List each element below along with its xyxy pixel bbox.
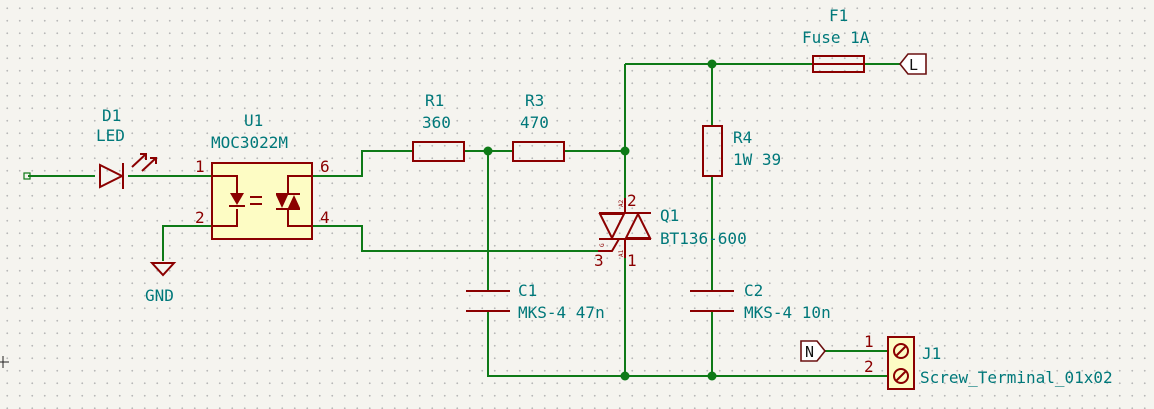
d1-led-symbol[interactable]: D1 LED [96, 106, 157, 189]
gnd-symbol[interactable]: GND [145, 262, 177, 305]
r3-resistor-symbol[interactable]: R3 470 [512, 91, 565, 162]
c2-ref: C2 [744, 281, 763, 300]
c2-value: MKS-4 10n [744, 303, 831, 322]
global-label-icon [800, 340, 827, 362]
neutral-label-text: N [805, 343, 814, 361]
u1-value: MOC3022M [211, 133, 288, 152]
q1-pin-tag-a2: A2 [618, 199, 625, 207]
optotriac-icon [276, 195, 288, 208]
q1-ref: Q1 [660, 206, 679, 225]
d1-ref: D1 [102, 106, 121, 125]
r1-value: 360 [422, 113, 451, 132]
j1-ref: J1 [922, 344, 941, 363]
u1-ref: U1 [244, 111, 263, 130]
screw-terminal-icon [887, 336, 915, 390]
f1-ref: F1 [829, 6, 848, 25]
r1-ref: R1 [425, 91, 444, 110]
junctions [483, 59, 717, 381]
f1-value: Fuse 1A [802, 28, 870, 47]
line-label-text: L [909, 56, 918, 74]
r4-value: 1W 39 [733, 150, 781, 169]
d1-value: LED [96, 126, 125, 145]
wire-bottom-rail [487, 312, 888, 377]
junction-dot [707, 59, 717, 69]
q1-triac-symbol[interactable]: 2 3 1 A2 G A1 Q1 BT136-600 [594, 191, 747, 270]
r4-resistor-symbol[interactable]: R4 1W 39 [702, 125, 781, 177]
junction-dot [620, 371, 630, 381]
q1-pin-tag-g: G [599, 243, 606, 247]
led-icon [99, 163, 125, 189]
q1-pin-1: 1 [627, 251, 637, 270]
q1-value: BT136-600 [660, 229, 747, 248]
triac-icon [598, 213, 626, 241]
line-global-label[interactable]: L [898, 53, 927, 75]
u1-body [211, 162, 313, 240]
ground-icon [149, 262, 177, 277]
q1-pin-2: 2 [627, 191, 637, 210]
cursor-crosshair-icon [0, 356, 9, 368]
resistor-icon [512, 141, 565, 162]
r3-value: 470 [520, 113, 549, 132]
c2-capacitor-symbol[interactable]: C2 MKS-4 10n [690, 281, 831, 322]
u1-pin-6: 6 [320, 157, 330, 176]
r3-ref: R3 [525, 91, 544, 110]
f1-fuse-symbol[interactable]: F1 Fuse 1A [802, 6, 870, 73]
j1-pin-2: 2 [864, 357, 874, 376]
gnd-label: GND [145, 286, 174, 305]
q1-pin-tag-a1: A1 [618, 249, 625, 257]
u1-pin-2: 2 [195, 208, 205, 227]
input-terminal [23, 172, 31, 180]
optocoupler-led-icon [230, 193, 244, 205]
j1-screw-terminal-symbol[interactable]: 1 2 J1 Screw_Terminal_01x02 [864, 332, 1113, 390]
resistor-icon [412, 141, 465, 162]
wire-u1-gate [312, 225, 598, 252]
neutral-global-label[interactable]: N [800, 340, 827, 362]
u1-pin-4: 4 [320, 208, 330, 227]
junction-dot [483, 146, 493, 156]
u1-pin-1: 1 [195, 157, 205, 176]
q1-pin-3: 3 [594, 251, 604, 270]
junction-dot [707, 371, 717, 381]
r1-resistor-symbol[interactable]: R1 360 [412, 91, 465, 162]
wire-u1-gnd [162, 225, 212, 261]
wires [28, 63, 900, 377]
c1-value: MKS-4 47n [518, 303, 605, 322]
r4-ref: R4 [733, 128, 752, 147]
j1-pin-1: 1 [864, 332, 874, 351]
u1-optocoupler-symbol[interactable]: 1 2 6 4 U1 MOC3022M [195, 111, 330, 240]
global-label-icon [898, 53, 927, 75]
j1-value: Screw_Terminal_01x02 [920, 368, 1113, 387]
c1-ref: C1 [518, 281, 537, 300]
c1-capacitor-symbol[interactable]: C1 MKS-4 47n [466, 281, 605, 322]
junction-dot [620, 146, 630, 156]
wire-u1-r1 [312, 150, 412, 177]
resistor-icon [702, 125, 723, 177]
